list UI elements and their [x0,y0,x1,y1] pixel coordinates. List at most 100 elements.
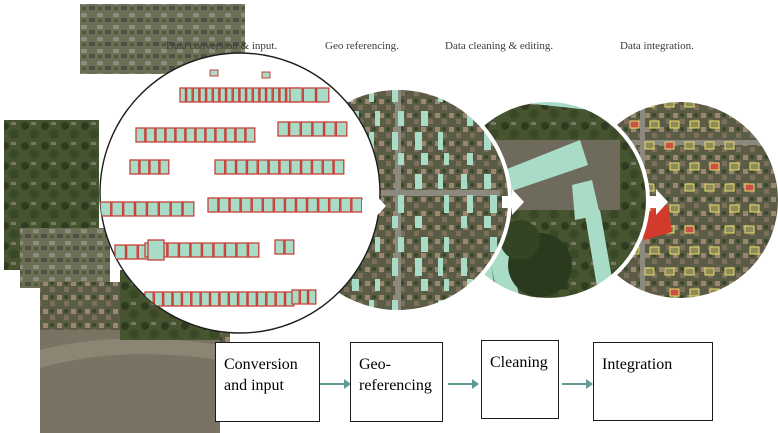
building-footprint [484,216,491,228]
building-footprint [709,204,720,213]
flow-arrow-icon [562,379,593,389]
building-footprint [729,204,740,213]
building-footprint [322,159,334,175]
building-footprint [749,204,760,213]
building-footprint [369,132,374,150]
building-footprint [229,197,241,213]
building-footprint [239,87,247,103]
caption-conversion: Data conversion & input. [166,40,278,52]
building-footprint [415,132,422,150]
building-footprint [191,291,201,307]
arrow-icon [502,189,524,215]
building-footprint [224,242,237,258]
building-footprint [392,258,398,276]
building-footprint [724,225,735,234]
building-footprint [392,90,398,102]
building-footprint [724,267,735,276]
building-footprint [272,87,280,103]
building-footprint [165,127,176,143]
building-footprint [316,87,330,103]
building-footprint [111,201,124,217]
building-footprint [199,87,207,103]
building-footprint [444,195,449,213]
building-footprint [192,87,200,103]
building-footprint [247,291,257,307]
building-footprint [236,242,248,258]
building-footprint [205,127,216,143]
building-footprint [421,237,428,252]
building-footprint [444,237,449,252]
building-footprint [684,183,695,192]
building-footprint [295,197,308,213]
caption-integration: Data integration. [620,40,694,52]
building-footprint [289,87,303,103]
building-footprint [207,197,219,213]
building-footprint [709,162,720,171]
arrow-icon [362,193,386,219]
building-footprint [226,87,233,103]
building-footprint [664,141,675,150]
building-footprint [669,204,680,213]
building-footprint [684,141,695,150]
building-footprint [704,267,715,276]
building-footprint [484,174,491,189]
building-footprint [318,197,330,213]
building-footprint [467,195,473,213]
building-footprint [392,216,398,228]
building-footprint [139,159,150,175]
building-footprint [182,201,195,217]
building-footprint [444,153,449,165]
building-footprint [669,246,680,255]
building-footprint [301,159,312,175]
building-footprint [235,127,246,143]
building-footprint [749,246,760,255]
building-footprint [369,90,374,102]
arrow-icon [646,189,668,215]
building-footprint [256,291,267,307]
building-footprint [290,159,302,175]
building-footprint [375,279,380,291]
building-footprint [664,100,675,108]
building-footprint [467,111,473,126]
building-footprint [195,127,206,143]
building-footprint [689,120,700,129]
building-footprint [375,111,380,126]
building-footprint [669,162,680,171]
building-footprint [644,267,655,276]
building-footprint [461,216,467,228]
building-footprint [163,291,173,307]
building-footprint [461,90,467,102]
building-footprint [392,300,398,312]
building-footprint [415,216,422,228]
building-footprint [335,121,348,137]
building-footprint [398,237,404,252]
building-footprint [225,159,237,175]
building-footprint [329,197,341,213]
caption-georeferencing: Geo referencing. [325,40,399,52]
building-footprint [170,201,183,217]
building-footprint [266,87,273,103]
building-footprint [172,291,182,307]
building-footprint [461,300,467,312]
building-footprint [324,121,336,137]
building-footprint [704,141,715,150]
building-footprint [684,225,695,234]
building-footprint [398,111,404,126]
building-footprint [247,242,260,258]
building-footprint [352,279,359,291]
building-footprint [629,120,640,129]
flow-arrow-icon [448,379,479,389]
building-footprint [333,159,345,175]
circle-arrows [362,189,668,219]
building-footprint [340,197,352,213]
building-footprint [669,288,680,297]
building-footprint [415,258,422,276]
building-footprint [649,246,660,255]
building-footprint [259,87,267,103]
building-footprint [421,153,428,165]
building-footprint [257,159,269,175]
building-footprint [240,197,252,213]
building-footprint [461,258,467,276]
building-footprint [214,159,226,175]
